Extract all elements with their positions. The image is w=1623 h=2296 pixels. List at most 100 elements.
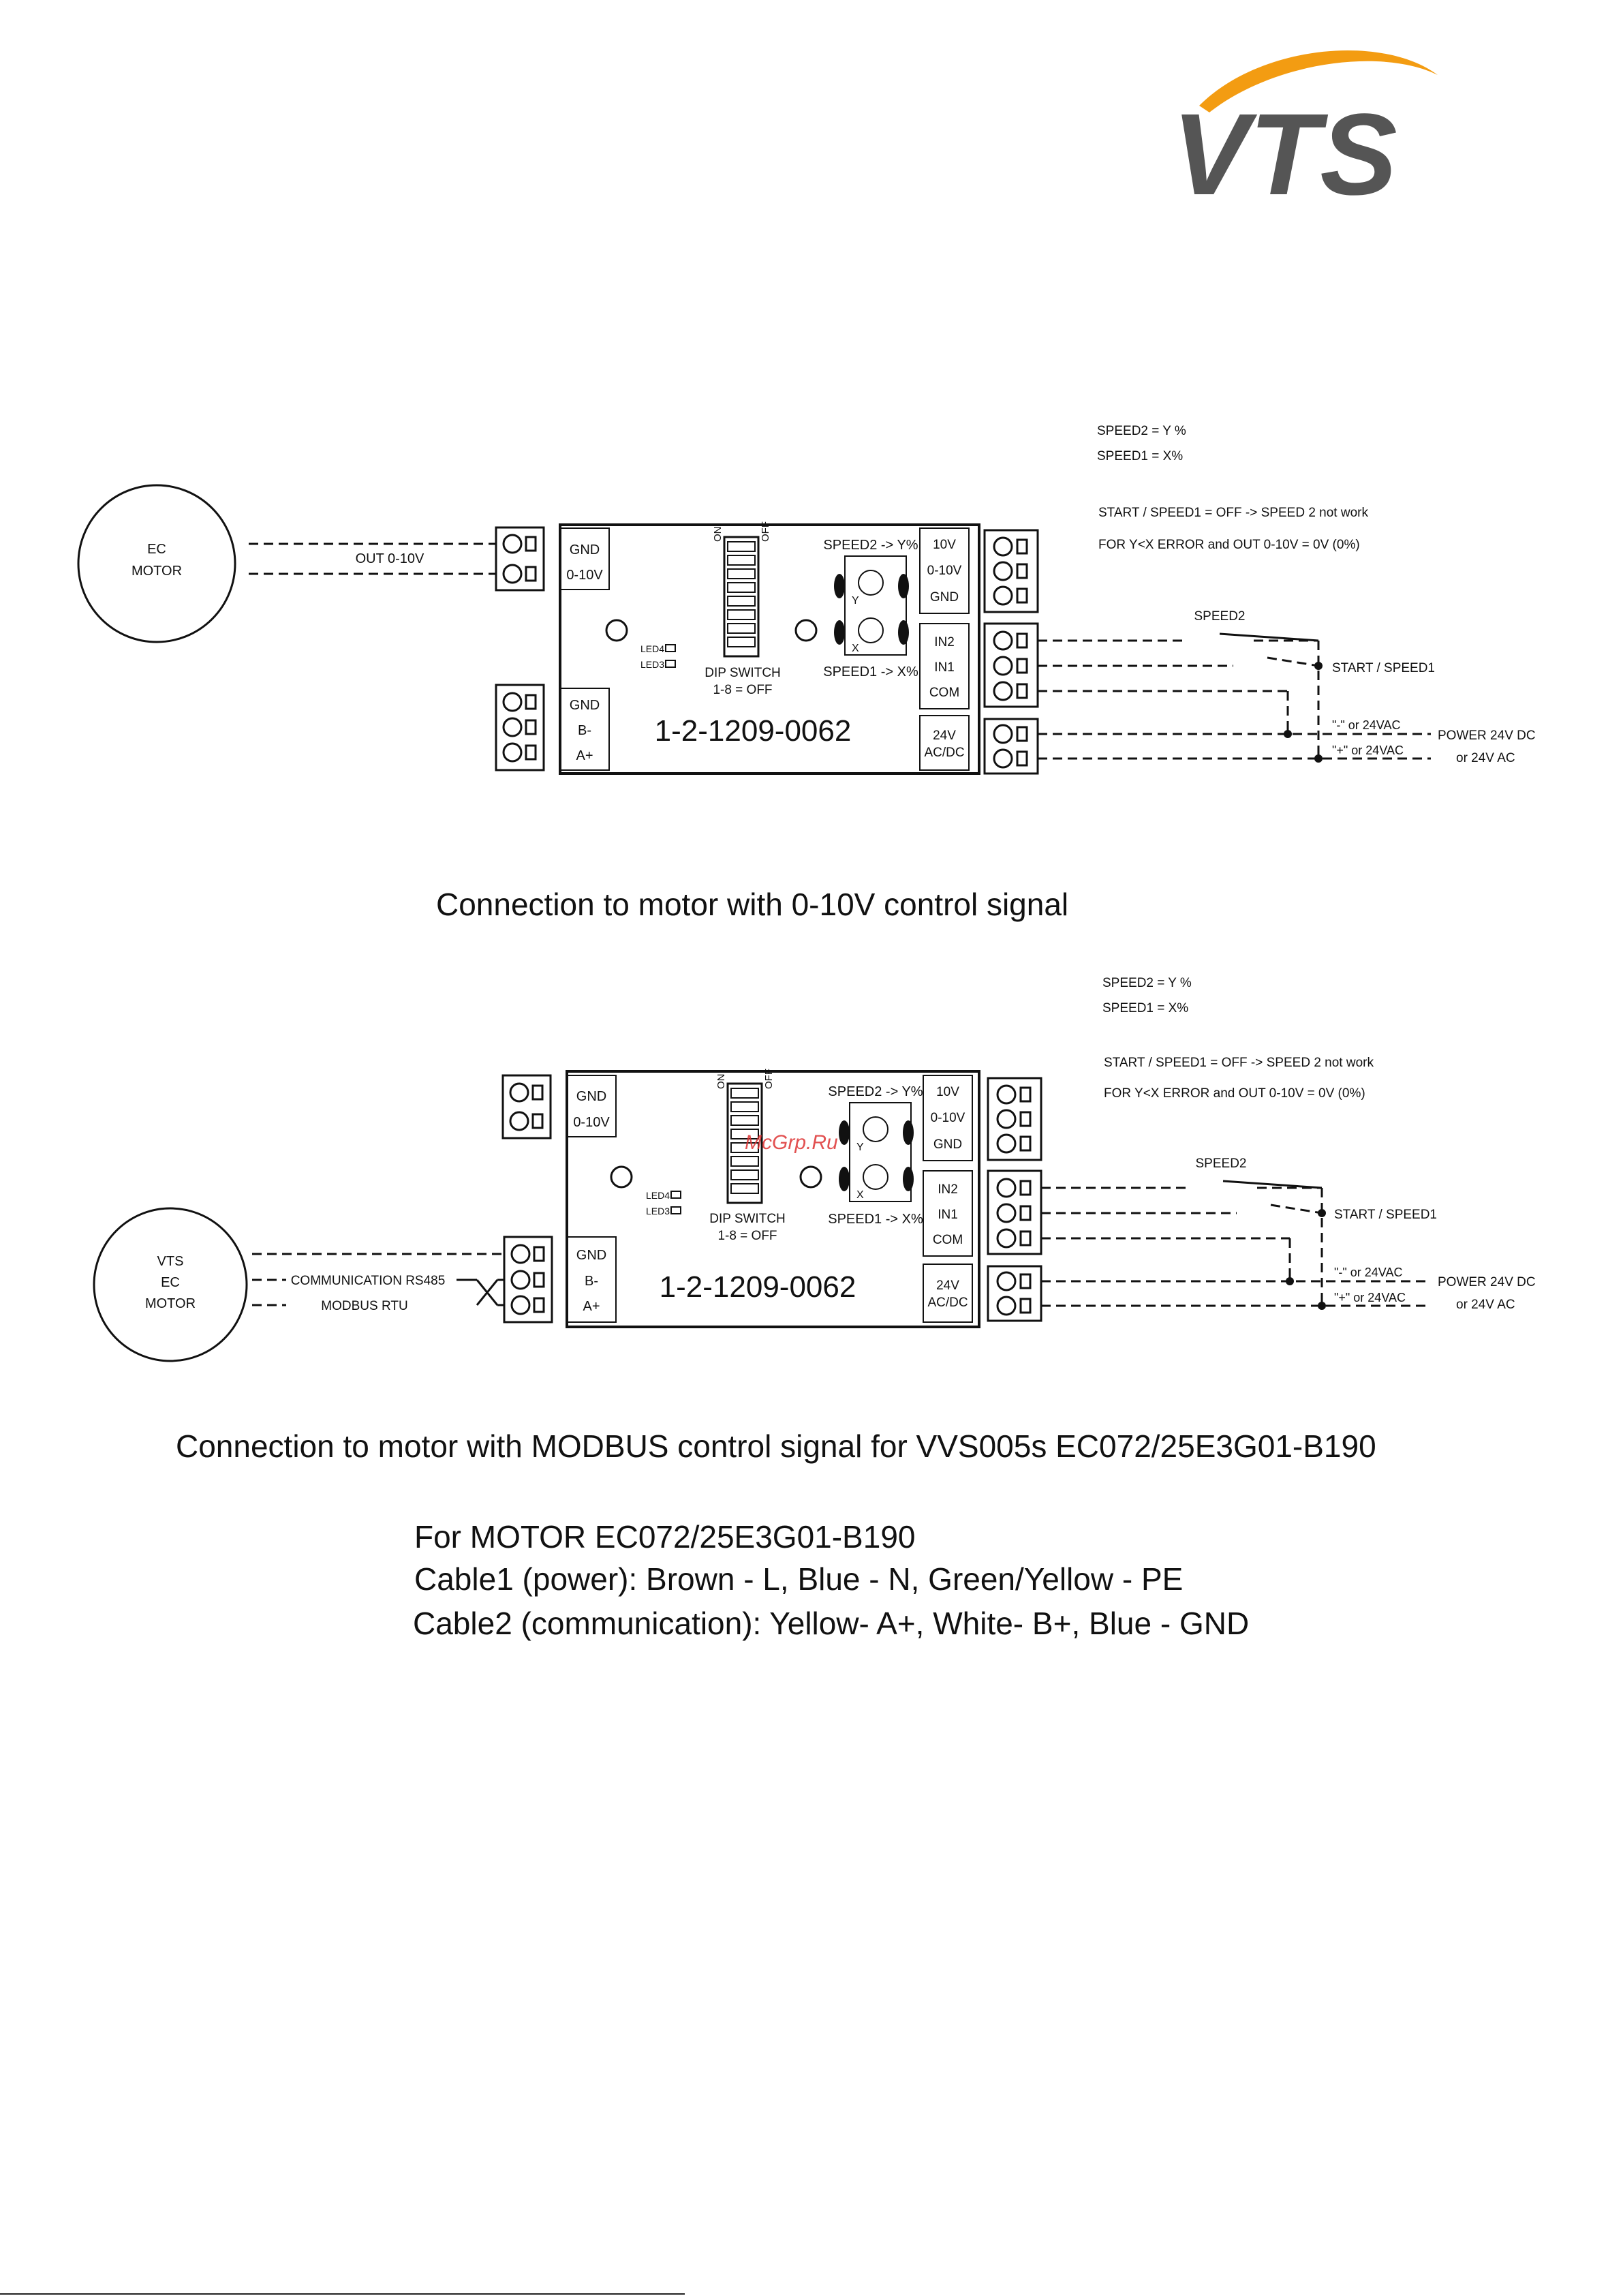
- right-top-connector: [983, 529, 1039, 613]
- note-error: FOR Y<X ERROR and OUT 0-10V = 0V (0%): [1104, 1086, 1365, 1101]
- note-error: FOR Y<X ERROR and OUT 0-10V = 0V (0%): [1098, 538, 1360, 552]
- motor-label-ec: EC: [161, 1275, 180, 1290]
- controller-board: [566, 1070, 980, 1328]
- start-speed1-label: START / SPEED1: [1334, 1208, 1437, 1222]
- dip-switch-label: DIP SWITCH: [705, 666, 781, 680]
- modbus-wiring: [252, 1253, 508, 1306]
- caption-0-10v: Connection to motor with 0-10V control s…: [436, 887, 1069, 922]
- led4-label: LED4: [640, 643, 664, 654]
- terminal-0-10v: 0-10V: [573, 1115, 610, 1130]
- terminal-24v: 24V: [936, 1279, 959, 1293]
- right-mid-connector: [987, 1169, 1042, 1255]
- part-number: 1-2-1209-0062: [655, 714, 852, 748]
- speed1-pot-label: SPEED1 -> X%: [823, 664, 918, 679]
- vts-logo: VTS: [1172, 50, 1438, 204]
- pot-x: X: [856, 1189, 864, 1201]
- motor-label-motor: MOTOR: [145, 1296, 196, 1311]
- note-speed1: SPEED1 = X%: [1097, 449, 1183, 463]
- left-bottom-connector: [495, 684, 545, 771]
- note-speed1: SPEED1 = X%: [1102, 1001, 1188, 1015]
- terminal-gnd-2: GND: [576, 1248, 606, 1263]
- dip-off-label: OFF: [763, 1069, 775, 1089]
- led3-label: LED3: [640, 659, 664, 670]
- right-top-connector: [987, 1077, 1042, 1161]
- right-bottom-connector: [987, 1265, 1042, 1322]
- dip-on-label: ON: [715, 1074, 727, 1090]
- terminal-com: COM: [929, 686, 959, 700]
- dip-switch: [726, 1082, 763, 1204]
- motor-info-line-2: Cable1 (power): Brown - L, Blue - N, Gre…: [414, 1561, 1184, 1597]
- dip-switch-off-label: 1-8 = OFF: [717, 1229, 777, 1243]
- comm-rs485-label: COMMUNICATION RS485: [291, 1274, 446, 1288]
- mounting-hole: [605, 619, 628, 642]
- terminal-in2: IN2: [934, 635, 955, 649]
- terminal-in2: IN2: [938, 1182, 958, 1197]
- terminal-in1: IN1: [938, 1208, 958, 1222]
- wiring-diagram-0-10v: EC MOTOR OUT 0-10V GND 0-10V GND B- A+: [77, 424, 1536, 775]
- speed1-potentiometer: [858, 617, 884, 643]
- control-wiring: [1038, 632, 1431, 760]
- speed1-pot-label: SPEED1 -> X%: [828, 1212, 923, 1227]
- control-wiring: [1041, 1180, 1431, 1307]
- right-bottom-connector: [983, 718, 1039, 775]
- terminal-acdc: AC/DC: [927, 1296, 968, 1310]
- terminal-0-10v-out: 0-10V: [927, 564, 962, 578]
- motor-info-line-1: For MOTOR EC072/25E3G01-B190: [414, 1519, 916, 1555]
- power-label-1: POWER 24V DC: [1438, 729, 1536, 743]
- part-number: 1-2-1209-0062: [660, 1270, 856, 1304]
- terminal-b-minus: B-: [585, 1274, 598, 1289]
- logo-swoosh: [1199, 50, 1438, 112]
- wiring-diagram-modbus: VTS EC MOTOR COMMUNICATION RS485 MODBUS …: [93, 976, 1536, 1362]
- note-start: START / SPEED1 = OFF -> SPEED 2 not work: [1104, 1056, 1374, 1070]
- motor-info-line-3: Cable2 (communication): Yellow- A+, Whit…: [413, 1606, 1250, 1641]
- note-speed2: SPEED2 = Y %: [1102, 976, 1192, 990]
- terminal-gnd-out: GND: [930, 590, 959, 604]
- power-label-1: POWER 24V DC: [1438, 1275, 1536, 1289]
- switch-speed2-label: SPEED2: [1196, 1157, 1247, 1171]
- footer-rule: [0, 2293, 685, 2295]
- vts-ec-motor: [93, 1207, 248, 1362]
- terminal-a-plus: A+: [576, 748, 593, 763]
- logo-text: VTS: [1172, 90, 1397, 204]
- minus-label: "-" or 24VAC: [1332, 718, 1400, 732]
- caption-modbus: Connection to motor with MODBUS control …: [176, 1428, 1376, 1464]
- dip-switch-label: DIP SWITCH: [709, 1212, 786, 1226]
- terminal-gnd-2: GND: [570, 698, 600, 713]
- speed2-potentiometer: [858, 570, 884, 596]
- pot-housing: [849, 1102, 912, 1202]
- terminal-gnd: GND: [576, 1089, 606, 1104]
- modbus-rtu-label: MODBUS RTU: [321, 1299, 407, 1313]
- speed1-potentiometer: [863, 1164, 888, 1190]
- power-label-2: or 24V AC: [1456, 1298, 1515, 1312]
- terminal-com: COM: [933, 1233, 963, 1247]
- note-start: START / SPEED1 = OFF -> SPEED 2 not work: [1098, 506, 1368, 520]
- motor-label-vts: VTS: [157, 1254, 184, 1269]
- dip-off-label: OFF: [760, 521, 771, 542]
- terminal-in1: IN1: [934, 660, 955, 675]
- pot-y: Y: [852, 595, 859, 607]
- start-speed1-label: START / SPEED1: [1332, 661, 1435, 675]
- speed2-pot-label: SPEED2 -> Y%: [828, 1084, 923, 1099]
- plus-label: "+" or 24VAC: [1332, 744, 1404, 757]
- right-mid-connector: [983, 622, 1039, 708]
- terminal-10v: 10V: [936, 1085, 959, 1099]
- terminal-0-10v-out: 0-10V: [931, 1111, 965, 1125]
- pot-housing: [844, 555, 907, 656]
- terminal-gnd: GND: [570, 542, 600, 557]
- motor-label-motor: MOTOR: [132, 564, 182, 579]
- left-bottom-connector: [503, 1236, 553, 1323]
- minus-label: "-" or 24VAC: [1334, 1266, 1402, 1279]
- mounting-hole: [799, 1165, 822, 1189]
- terminal-0-10v: 0-10V: [566, 568, 603, 583]
- out-0-10v-label: OUT 0-10V: [356, 551, 424, 566]
- terminal-b-minus: B-: [578, 723, 591, 738]
- dip-switch-off-label: 1-8 = OFF: [713, 683, 772, 697]
- left-top-connector: [495, 526, 545, 592]
- terminal-gnd-out: GND: [933, 1137, 962, 1152]
- speed2-potentiometer: [863, 1116, 888, 1142]
- pot-y: Y: [856, 1142, 864, 1153]
- mounting-hole: [610, 1165, 633, 1189]
- mounting-hole: [794, 619, 818, 642]
- left-top-connector: [501, 1074, 552, 1139]
- terminal-acdc: AC/DC: [924, 746, 964, 760]
